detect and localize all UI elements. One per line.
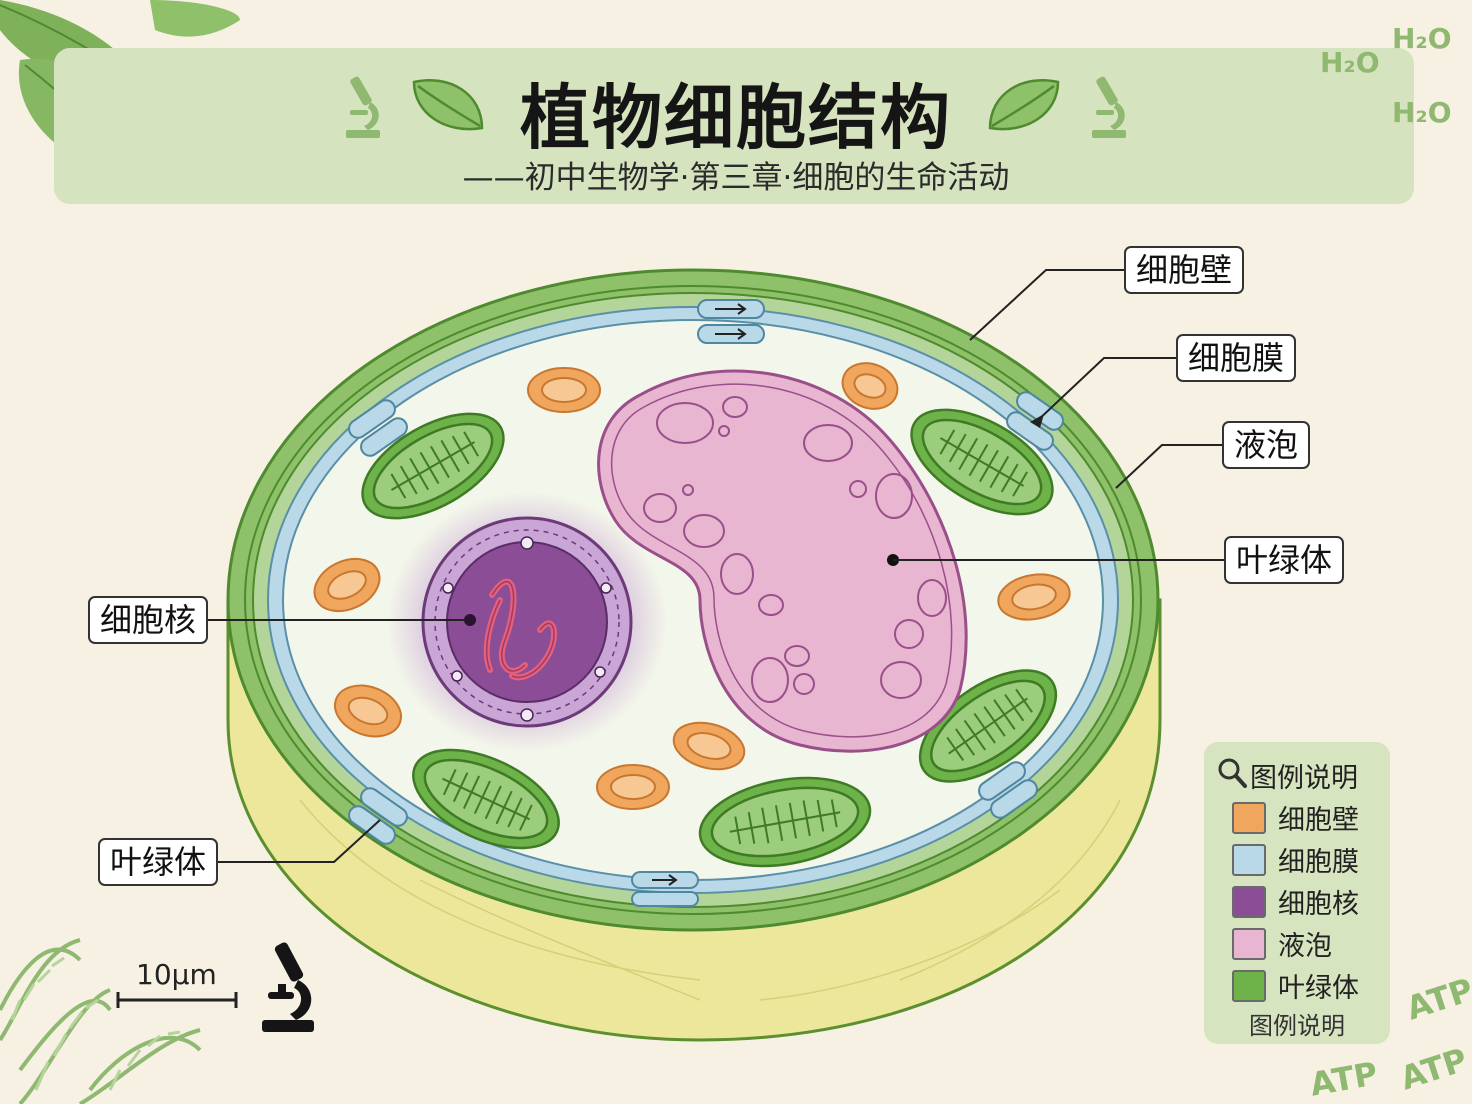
membrane-channels xyxy=(348,299,1064,907)
leaf-icon xyxy=(988,79,1060,131)
scale-bar xyxy=(116,992,238,1008)
mitochondrion xyxy=(527,367,601,413)
legend-footer: 图例说明 xyxy=(1249,1012,1345,1040)
leaf-icon xyxy=(150,0,240,37)
dna-helix-icon xyxy=(0,938,202,1104)
chloroplast xyxy=(698,776,872,868)
page-title: 植物细胞结构 xyxy=(520,77,952,159)
mitochondrion xyxy=(997,573,1071,621)
h2o-decoration: H₂O xyxy=(1392,22,1452,55)
legend-item-label: 细胞壁 xyxy=(1278,805,1359,836)
page-subtitle: ——初中生物学·第三章·细胞的生命活动 xyxy=(462,160,1010,196)
mitochondrion xyxy=(672,721,746,771)
legend-item-label: 叶绿体 xyxy=(1278,973,1359,1004)
legend-swatch xyxy=(1232,886,1266,918)
chloroplast xyxy=(412,748,560,850)
label-cell-membrane: 细胞膜 xyxy=(1176,334,1297,382)
legend-swatch xyxy=(1232,970,1266,1002)
legend-swatch xyxy=(1232,844,1266,876)
h2o-decoration: H₂O xyxy=(1392,96,1452,129)
legend-item-label: 液泡 xyxy=(1278,931,1332,962)
mitochondrion xyxy=(313,557,381,613)
microscope-icon xyxy=(1092,76,1126,138)
legend-title: 图例说明 xyxy=(1250,763,1358,794)
label-vacuole: 液泡 xyxy=(1222,421,1311,469)
microscope-icon xyxy=(346,76,380,138)
chloroplast xyxy=(910,408,1054,516)
scale-bar-label: 10μm xyxy=(136,958,217,991)
legend-swatch xyxy=(1232,802,1266,834)
leader-lines xyxy=(206,269,1224,863)
magnifier-icon xyxy=(1218,758,1247,788)
label-cell-wall: 细胞壁 xyxy=(1124,246,1245,294)
header-band xyxy=(54,48,1414,204)
label-chloroplast-left: 叶绿体 xyxy=(98,838,219,886)
legend-item-label: 细胞膜 xyxy=(1278,847,1359,878)
microscope-icon xyxy=(262,942,314,1032)
h2o-decoration: H₂O xyxy=(1320,46,1380,79)
legend-panel: 图例说明 细胞壁 细胞膜 细胞核 液泡 叶绿体 图例说明 xyxy=(1204,742,1390,1044)
chloroplast-group xyxy=(361,408,1058,868)
mitochondrion xyxy=(334,684,402,738)
label-nucleus: 细胞核 xyxy=(88,596,209,644)
legend-swatch xyxy=(1232,928,1266,960)
mitochondrion xyxy=(841,362,899,410)
legend-item-label: 细胞核 xyxy=(1278,889,1359,920)
label-chloroplast-right: 叶绿体 xyxy=(1224,536,1345,584)
leaf-icon xyxy=(412,79,484,131)
mitochondria-group xyxy=(313,362,1071,810)
mitochondrion xyxy=(596,764,670,810)
nucleus xyxy=(387,492,667,752)
chloroplast xyxy=(361,412,505,520)
chloroplast xyxy=(918,669,1058,783)
